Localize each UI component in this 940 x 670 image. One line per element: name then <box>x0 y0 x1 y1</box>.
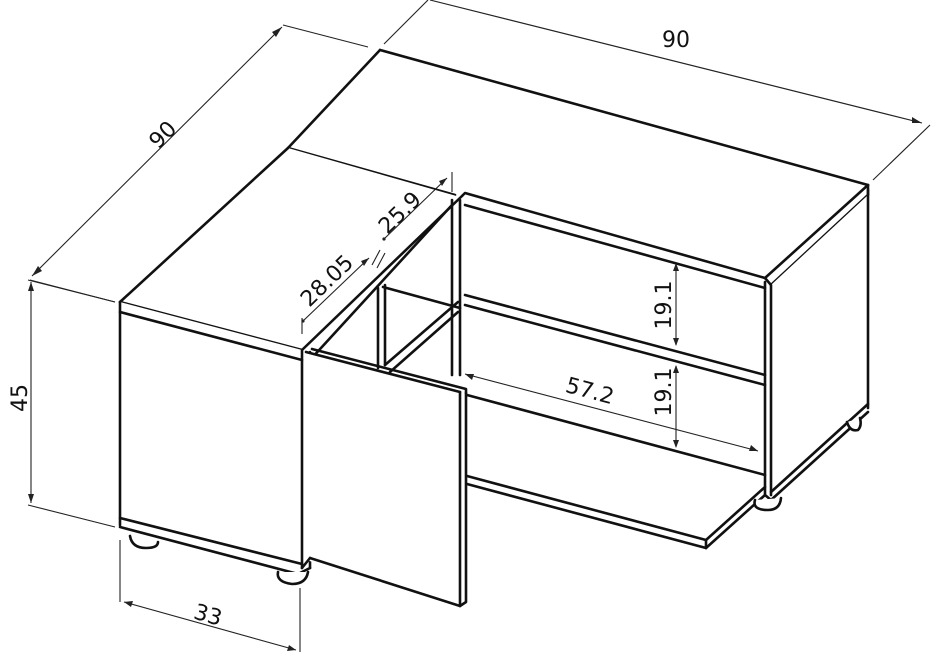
dim-label-upper-shelf: 19.1 <box>652 281 677 330</box>
dim-label-lower-shelf: 19.1 <box>652 368 677 417</box>
foot-front-left <box>128 534 160 550</box>
dimension-shelf-width: 57.2 <box>464 373 759 452</box>
foot-front-middle <box>276 570 310 586</box>
dim-label-height: 45 <box>8 384 33 412</box>
right-cabinet <box>763 188 870 502</box>
foot-front-right <box>753 496 783 512</box>
open-compartment <box>463 293 767 550</box>
top-panel <box>118 48 870 352</box>
dim-label-shelf-width: 57.2 <box>563 373 617 410</box>
door-panel <box>300 347 468 608</box>
dimension-height: 45 <box>8 279 116 528</box>
foot-back-right <box>845 416 862 432</box>
dim-label-module-depth: 33 <box>191 600 225 632</box>
dim-label-right-width: 90 <box>662 28 690 53</box>
inner-partition <box>308 198 462 377</box>
feet <box>128 416 862 586</box>
dimension-right-width: 90 <box>383 0 931 181</box>
dimension-lower-shelf-height: 19.1 <box>652 365 679 448</box>
left-cabinet <box>118 300 312 576</box>
dimension-upper-shelf-height: 19.1 <box>652 263 679 346</box>
dim-label-left-depth: 90 <box>145 117 182 154</box>
